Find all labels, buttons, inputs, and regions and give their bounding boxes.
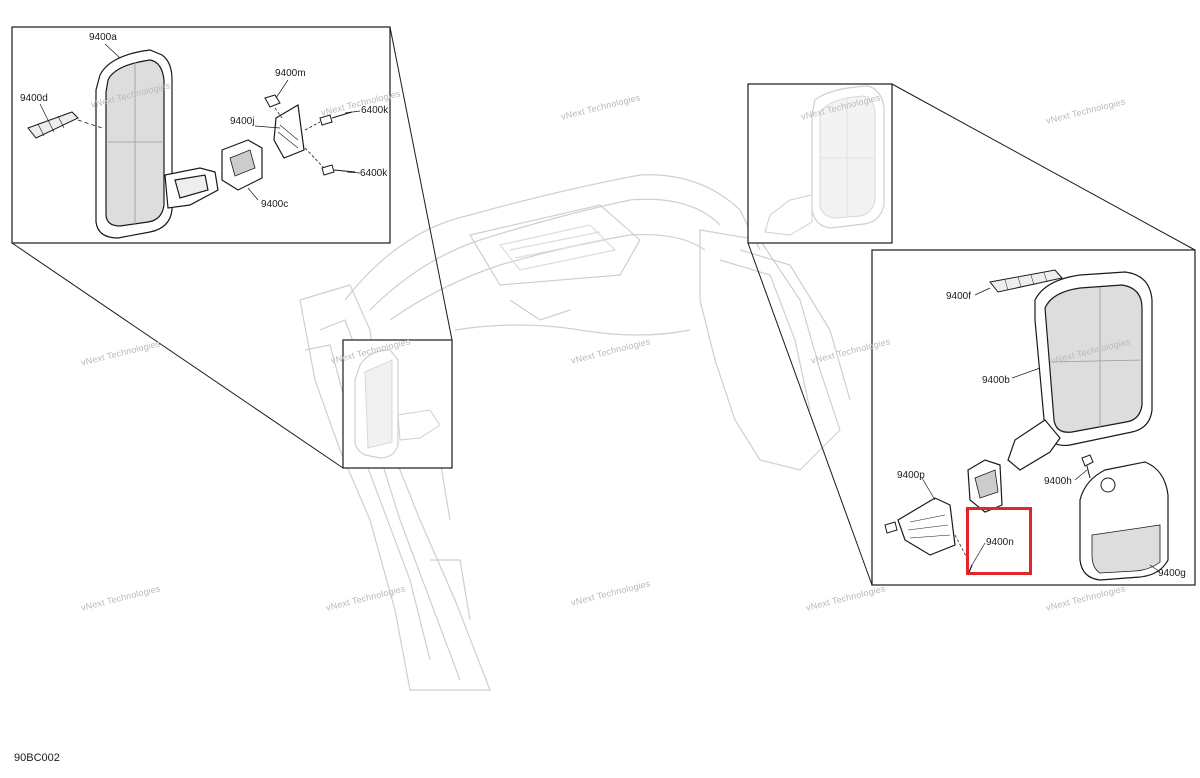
- callout-9400n: 9400n: [986, 537, 1014, 548]
- mirror-assembly-right: [1007, 271, 1153, 471]
- callout-9400a: 9400a: [89, 32, 117, 43]
- mirror-assembly-left: [95, 49, 219, 239]
- connector-lines-left: [11, 26, 453, 469]
- callout-9400g: 9400g: [1158, 568, 1186, 579]
- callout-6400k-top: 6400k: [361, 105, 389, 116]
- callout-9400j: 9400j: [230, 116, 255, 127]
- diagram-code: 90BC002: [14, 752, 60, 764]
- detail-box-right: [871, 249, 1196, 586]
- callout-9400b: 9400b: [982, 375, 1010, 386]
- callout-9400p: 9400p: [897, 470, 925, 481]
- detail-box-left: [11, 26, 391, 244]
- callout-6400k-bottom: 6400k: [360, 168, 388, 179]
- callout-9400d: 9400d: [20, 93, 48, 104]
- callout-9400c: 9400c: [261, 199, 289, 210]
- highlight-box-9400n: [966, 507, 1032, 575]
- connector-lines-right: [747, 83, 1196, 586]
- callout-9400h: 9400h: [1044, 476, 1072, 487]
- callout-9400f: 9400f: [946, 291, 972, 302]
- vehicle-frame: [299, 174, 851, 691]
- detail-box-top-right: [747, 83, 893, 244]
- callout-9400m: 9400m: [275, 68, 306, 79]
- mirror-detail-box-center: [342, 339, 453, 469]
